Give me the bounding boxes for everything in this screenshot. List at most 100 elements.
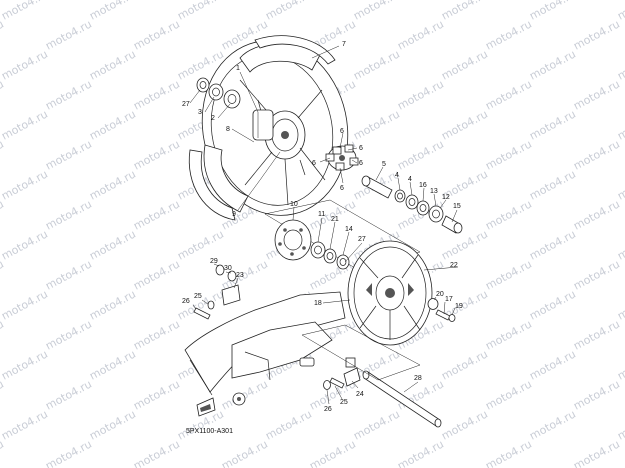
damper-rubbers — [325, 144, 359, 171]
watermark-text: moto4.ru — [219, 257, 270, 292]
callout-4a: 4 — [395, 172, 399, 179]
watermark-text: moto4.ru — [219, 437, 270, 468]
watermark-text: moto4.ru — [175, 0, 226, 23]
watermark-text: moto4.ru — [571, 437, 622, 468]
drive-pulley — [347, 240, 433, 346]
watermark-text: moto4.ru — [263, 0, 314, 23]
watermark-text: moto4.ru — [87, 107, 138, 142]
callout-6e: 6 — [340, 185, 344, 192]
watermark-text: moto4.ru — [439, 47, 490, 82]
watermark-text: moto4.ru — [175, 227, 226, 262]
watermark-text: moto4.ru — [43, 377, 94, 412]
leader-lines — [189, 45, 459, 405]
watermark-text: moto4.ru — [0, 0, 50, 23]
watermark-text: moto4.ru — [527, 407, 578, 442]
watermark-text: moto4.ru — [439, 227, 490, 262]
watermark-text: moto4.ru — [131, 377, 182, 412]
callout-18: 18 — [314, 300, 322, 307]
watermark-text: moto4.ru — [87, 347, 138, 382]
callout-16: 16 — [419, 182, 427, 189]
callout-8: 8 — [226, 126, 230, 133]
watermark-text: moto4.ru — [351, 47, 402, 82]
watermark-text: moto4.ru — [395, 17, 446, 52]
watermark-text: moto4.ru — [571, 197, 622, 232]
watermark-text: moto4.ru — [351, 407, 402, 442]
watermark-text: moto4.ru — [483, 17, 534, 52]
callout-13: 13 — [430, 188, 438, 195]
watermark-text: moto4.ru — [131, 317, 182, 352]
watermark-text: moto4.ru — [527, 167, 578, 202]
watermark-text: moto4.ru — [0, 407, 50, 442]
watermark-text: moto4.ru — [439, 347, 490, 382]
watermark-text: moto4.ru — [0, 107, 50, 142]
front-arrow-marker — [196, 397, 216, 417]
rear-wheel-tire — [188, 35, 349, 221]
watermark-text: moto4.ru — [615, 0, 625, 23]
rear-axle — [362, 370, 442, 428]
watermark-text: moto4.ru — [439, 107, 490, 142]
watermark-text: moto4.ru — [527, 227, 578, 262]
watermark-text: moto4.ru — [483, 257, 534, 292]
callout-25b: 25 — [340, 399, 348, 406]
watermark-text: moto4.ru — [571, 137, 622, 172]
watermark-text: moto4.ru — [483, 197, 534, 232]
callout-14: 14 — [345, 226, 353, 233]
watermark-text: moto4.ru — [483, 137, 534, 172]
watermark-text: moto4.ru — [527, 287, 578, 322]
watermark-text: moto4.ru — [483, 377, 534, 412]
watermark-text: moto4.ru — [615, 167, 625, 202]
watermark-text: moto4.ru — [571, 77, 622, 112]
watermark-text: moto4.ru — [439, 407, 490, 442]
callout-24: 24 — [356, 391, 364, 398]
watermark-text: moto4.ru — [131, 437, 182, 468]
callout-10: 10 — [290, 201, 298, 208]
callout-15: 15 — [453, 203, 461, 210]
axle-region-box — [301, 324, 421, 381]
callout-1: 1 — [236, 65, 240, 72]
left-adjuster — [193, 264, 241, 320]
watermark-text: moto4.ru — [615, 347, 625, 382]
watermark-text: moto4.ru — [43, 17, 94, 52]
callout-27: 27 — [182, 101, 190, 108]
watermark-text: moto4.ru — [615, 227, 625, 262]
watermark-text: moto4.ru — [0, 227, 50, 262]
watermark-text: moto4.ru — [571, 17, 622, 52]
watermark-text: moto4.ru — [483, 77, 534, 112]
watermark-text: moto4.ru — [395, 77, 446, 112]
callout-4b: 4 — [408, 176, 412, 183]
callout-layer: 7 1 27 3 2 8 9 6 6 6 6 6 5 4 4 16 13 12 … — [182, 41, 463, 413]
watermark-text: moto4.ru — [615, 287, 625, 322]
watermark-text: moto4.ru — [43, 137, 94, 172]
watermark-text: moto4.ru — [527, 347, 578, 382]
left-seals-bearings — [196, 77, 241, 109]
callout-29: 29 — [210, 258, 218, 265]
right-adjuster — [323, 377, 345, 390]
callout-20: 20 — [436, 291, 444, 298]
callout-7: 7 — [342, 41, 346, 48]
callout-5: 5 — [382, 161, 386, 168]
watermark-text: moto4.ru — [43, 77, 94, 112]
watermark-text: moto4.ru — [87, 407, 138, 442]
callout-30: 30 — [224, 265, 232, 272]
watermark-text: moto4.ru — [0, 287, 50, 322]
callout-22: 22 — [450, 262, 458, 269]
callout-6d: 6 — [312, 160, 316, 167]
callout-26a: 26 — [182, 298, 190, 305]
watermark-text: moto4.ru — [351, 107, 402, 142]
watermark-text: moto4.ru — [131, 77, 182, 112]
watermark-text: moto4.ru — [439, 0, 490, 23]
callout-3: 3 — [198, 109, 202, 116]
watermark-text: moto4.ru — [615, 407, 625, 442]
watermark-text: moto4.ru — [131, 17, 182, 52]
watermark-text: moto4.ru — [131, 137, 182, 172]
watermark-text: moto4.ru — [527, 107, 578, 142]
watermark-text: moto4.ru — [263, 407, 314, 442]
callout-19: 19 — [455, 303, 463, 310]
pulley-bolts — [427, 298, 456, 322]
watermark-text: moto4.ru — [571, 317, 622, 352]
watermark-text: moto4.ru — [0, 347, 50, 382]
watermark-text: moto4.ru — [87, 287, 138, 322]
watermark-text: moto4.ru — [87, 47, 138, 82]
